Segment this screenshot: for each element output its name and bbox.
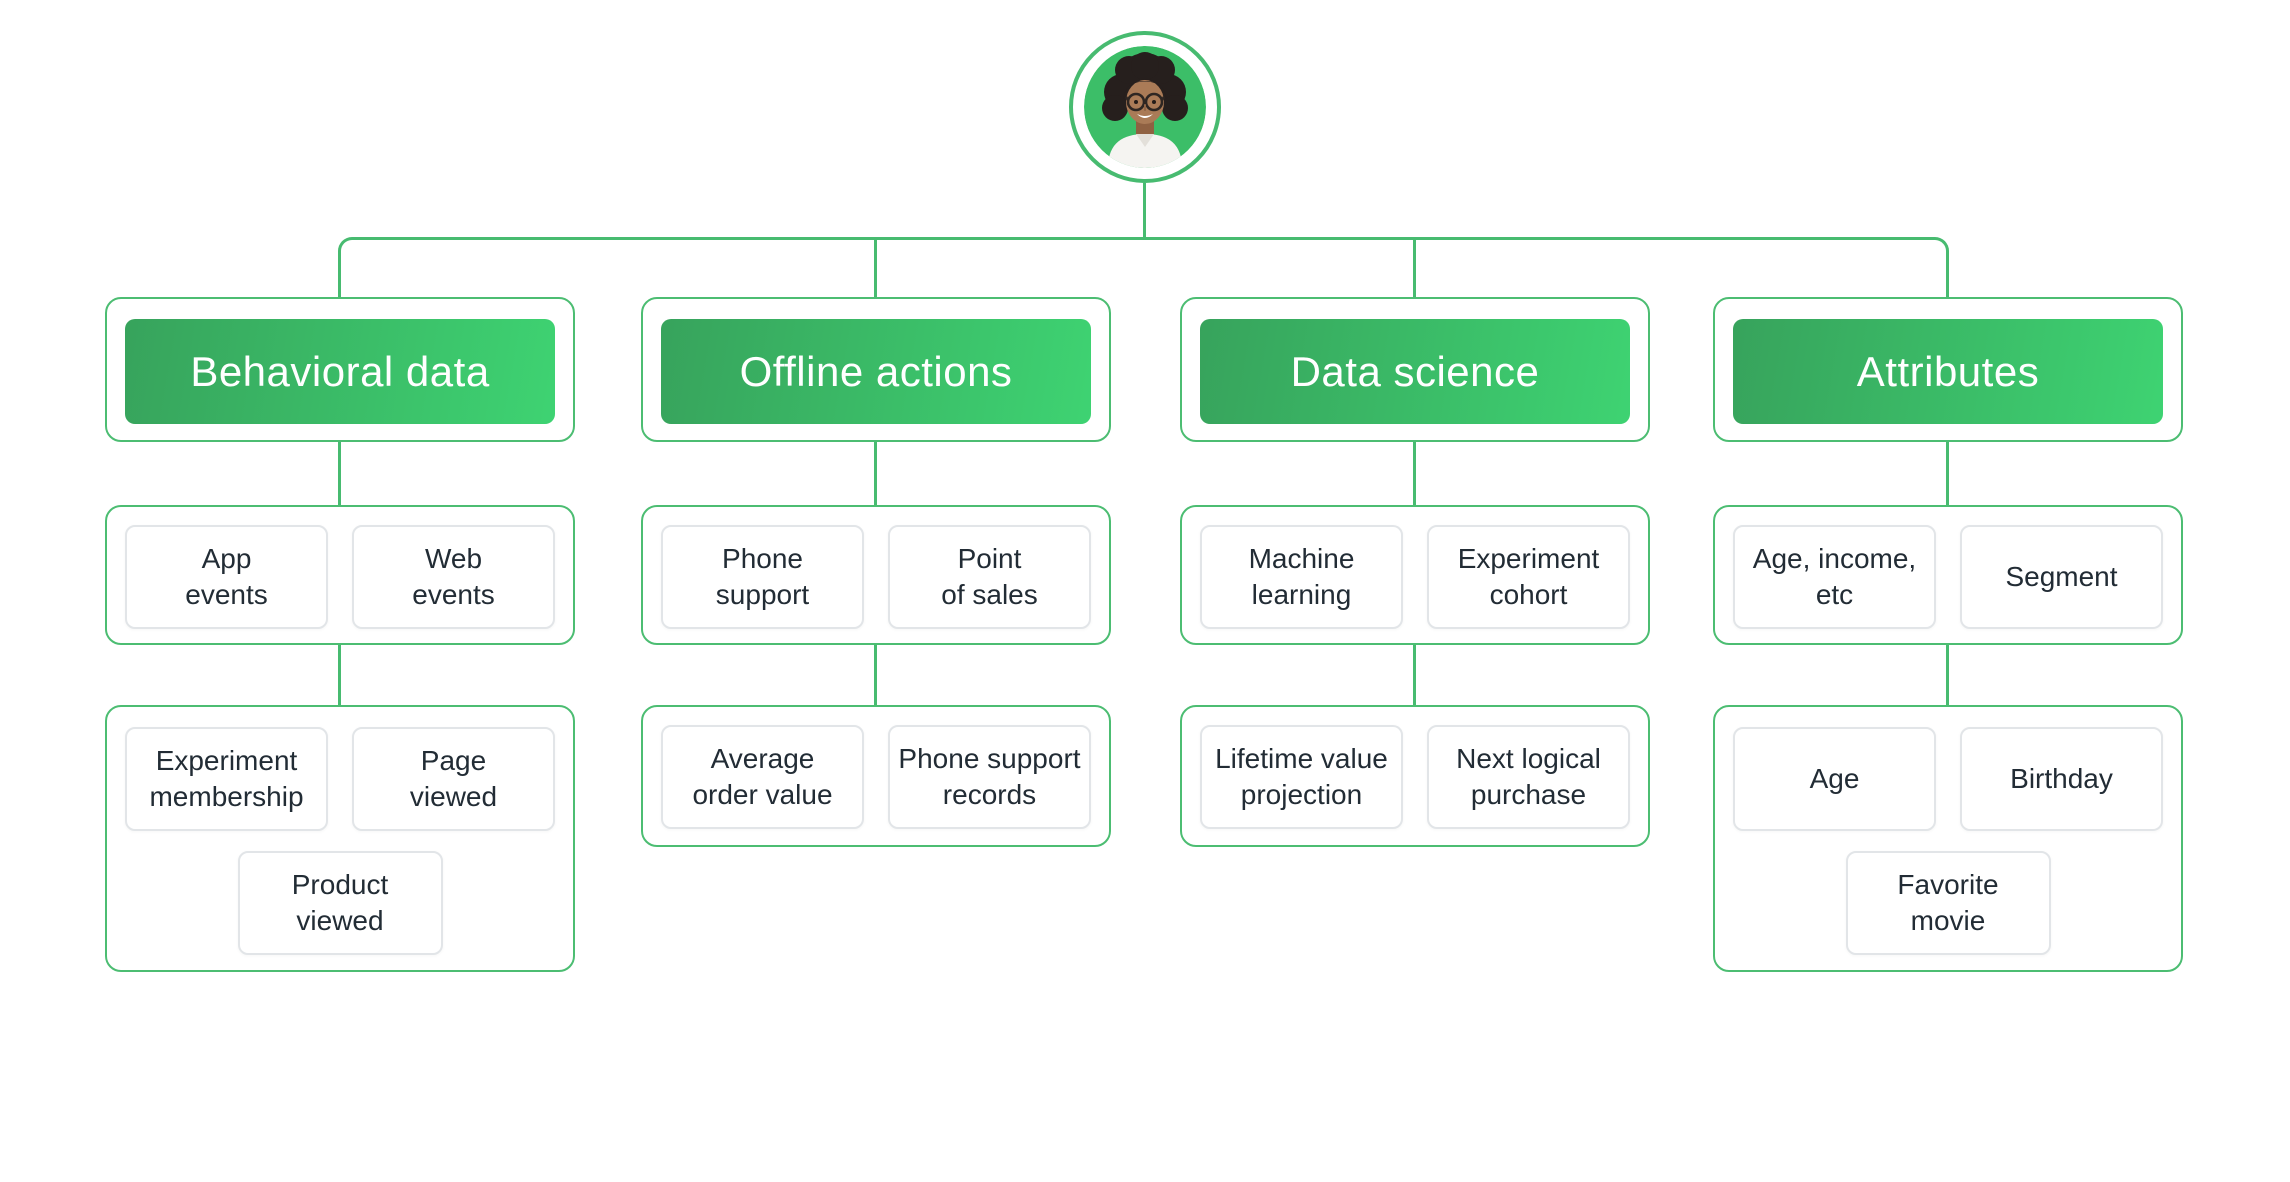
group-offline-sources: Phone support Point of sales [641, 505, 1111, 645]
connector-offline-group1-to-group2 [874, 645, 877, 705]
smile [1137, 114, 1153, 118]
person-photo [1084, 46, 1206, 168]
node-birthday: Birthday [1960, 727, 2163, 831]
connector-datascience-header-to-group1 [1413, 442, 1416, 505]
node-app-events: App events [125, 525, 328, 629]
category-data-science: Data science [1180, 297, 1650, 442]
category-offline-actions: Offline actions [641, 297, 1111, 442]
node-phone-support: Phone support [661, 525, 864, 629]
group-datascience-methods: Machine learning Experiment cohort [1180, 505, 1650, 645]
connector-behavioral-group1-to-group2 [338, 645, 341, 705]
shirt [1108, 134, 1182, 168]
group-offline-detail: Average order value Phone support record… [641, 705, 1111, 847]
connector-drop-offline-actions [874, 237, 877, 297]
customer-avatar [1069, 31, 1221, 183]
group-behavioral-events: App events Web events [105, 505, 575, 645]
category-behavioral-data: Behavioral data [105, 297, 575, 442]
node-phone-support-records: Phone support records [888, 725, 1091, 829]
connector-branch [338, 237, 1949, 297]
node-experiment-cohort: Experiment cohort [1427, 525, 1630, 629]
node-lifetime-value-projection: Lifetime value projection [1200, 725, 1403, 829]
connector-attributes-header-to-group1 [1946, 442, 1949, 505]
group-datascience-detail: Lifetime value projection Next logical p… [1180, 705, 1650, 847]
category-title-data-science: Data science [1200, 319, 1630, 424]
category-attributes: Attributes [1713, 297, 2183, 442]
group-behavioral-detail: Experiment membership Page viewed Produc… [105, 705, 575, 972]
node-age: Age [1733, 727, 1936, 831]
category-title-attributes: Attributes [1733, 319, 2163, 424]
category-title-behavioral-data: Behavioral data [125, 319, 555, 424]
connector-offline-header-to-group1 [874, 442, 877, 505]
node-favorite-movie: Favorite movie [1845, 851, 2051, 955]
connector-behavioral-header-to-group1 [338, 442, 341, 505]
node-segment: Segment [1960, 525, 2163, 629]
node-web-events: Web events [352, 525, 555, 629]
connector-attributes-group1-to-group2 [1946, 645, 1949, 705]
connector-datascience-group1-to-group2 [1413, 645, 1416, 705]
glasses [1124, 92, 1166, 112]
node-point-of-sales: Point of sales [888, 525, 1091, 629]
node-product-viewed: Product viewed [237, 851, 443, 955]
connector-avatar-drop [1143, 183, 1146, 239]
connector-drop-data-science [1413, 237, 1416, 297]
node-experiment-membership: Experiment membership [125, 727, 328, 831]
node-average-order-value: Average order value [661, 725, 864, 829]
group-attributes-detail: Age Birthday Favorite movie [1713, 705, 2183, 972]
category-title-offline-actions: Offline actions [661, 319, 1091, 424]
node-next-logical-purchase: Next logical purchase [1427, 725, 1630, 829]
group-attributes-summary: Age, income, etc Segment [1713, 505, 2183, 645]
node-page-viewed: Page viewed [352, 727, 555, 831]
node-machine-learning: Machine learning [1200, 525, 1403, 629]
node-age-income-etc: Age, income, etc [1733, 525, 1936, 629]
